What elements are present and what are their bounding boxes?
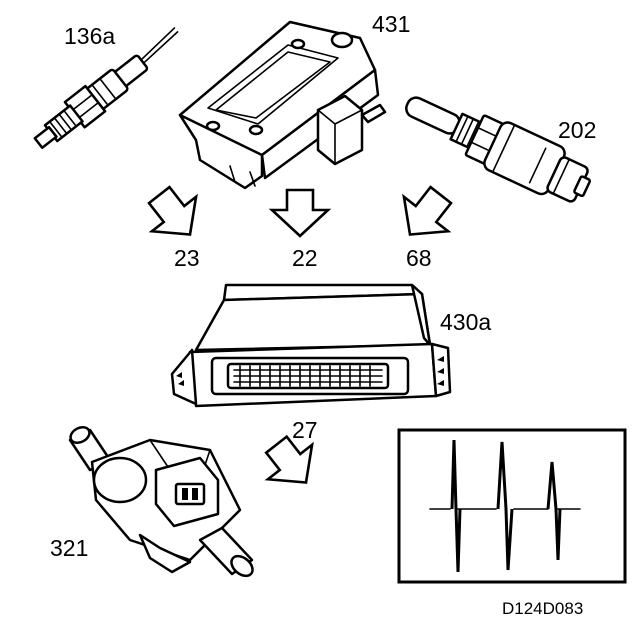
label-23: 23 [174,245,200,271]
label-22: 22 [292,245,318,271]
label-136a: 136a [64,23,115,49]
purge-valve-321 [68,425,254,578]
lambda-sensor-136a [33,27,179,149]
arrow-27 [264,434,314,484]
waveform-box [397,428,627,584]
arrow-22 [268,188,332,238]
label-431: 431 [372,11,410,37]
temp-sensor-202 [405,96,591,203]
pressure-sensor-431 [178,20,387,190]
arrow-68 [402,185,453,236]
label-202: 202 [558,117,596,143]
arrow-23 [147,185,198,236]
label-68: 68 [406,245,432,271]
ecu-430a [170,283,452,408]
figure-code: D124D083 [502,599,583,618]
label-430a: 430a [440,309,491,335]
label-321: 321 [50,535,88,561]
label-27: 27 [292,417,318,443]
